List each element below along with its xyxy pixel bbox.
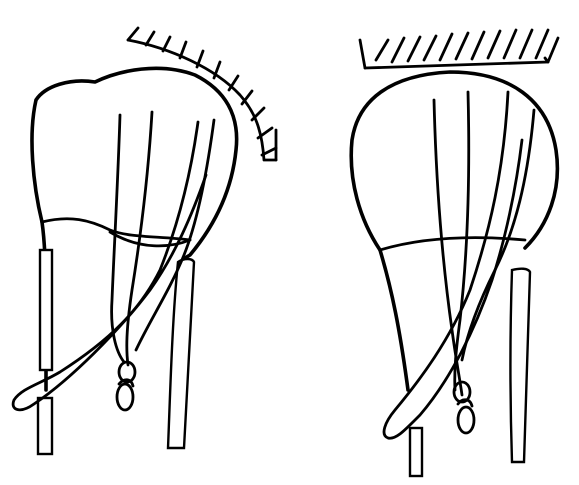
- right-shaft-wall-medial-lower: [410, 428, 422, 476]
- right-cortex-medial: [380, 250, 408, 390]
- left-bone-head: [32, 68, 237, 258]
- right-shaft-wall-lateral: [511, 269, 531, 462]
- left-shaft-wall-medial-lower: [38, 398, 52, 454]
- left-shaft-wall-medial: [40, 250, 52, 370]
- left-panel: [13, 28, 276, 454]
- right-support-wall: [360, 30, 558, 68]
- left-shaft-wall-lateral: [168, 259, 194, 448]
- right-panel: [351, 30, 558, 476]
